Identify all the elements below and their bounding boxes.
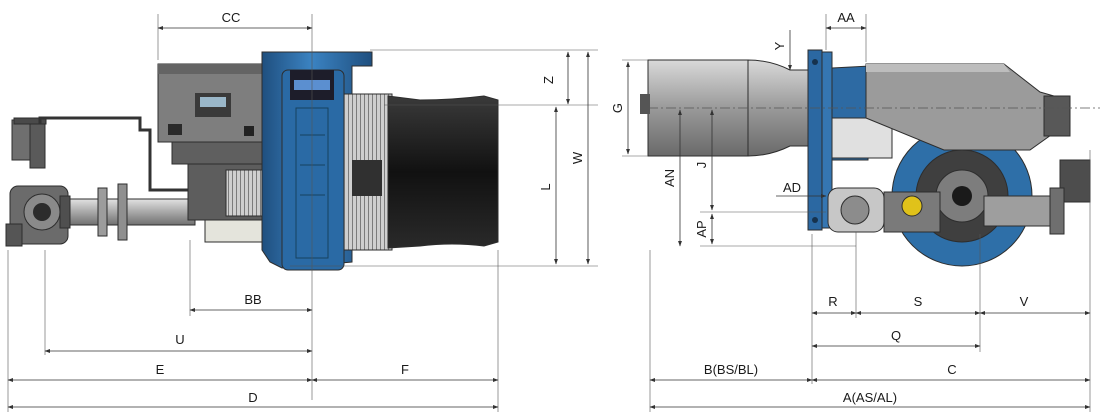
side-view-extension-lines bbox=[7, 14, 598, 412]
dim-label-q: Q bbox=[891, 328, 901, 343]
dim-label-v: V bbox=[1020, 294, 1029, 309]
dim-label-y: Y bbox=[772, 41, 787, 50]
front-view-dimension-lines bbox=[626, 26, 1091, 409]
dim-label-g: G bbox=[610, 103, 625, 113]
front-view-labels: AA Y G AN J AD AP R S V Q B(BS/BL) C A(A… bbox=[610, 10, 1029, 405]
dim-label-ad: AD bbox=[783, 180, 801, 195]
side-view-labels: CC Z W L BB U E F D bbox=[156, 10, 585, 405]
dim-label-d: D bbox=[248, 390, 257, 405]
dim-label-u: U bbox=[175, 332, 184, 347]
dim-label-e: E bbox=[156, 362, 165, 377]
front-view-extension-lines bbox=[622, 14, 1091, 412]
dim-label-cc: CC bbox=[222, 10, 241, 25]
blast-tube bbox=[387, 95, 499, 249]
dim-label-w: W bbox=[570, 151, 585, 164]
side-view-burner bbox=[5, 51, 499, 271]
top-hood bbox=[865, 63, 1091, 203]
dim-label-c: C bbox=[947, 362, 956, 377]
fan-housing bbox=[343, 93, 393, 251]
dim-label-bb: BB bbox=[244, 292, 261, 307]
dim-label-r: R bbox=[828, 294, 837, 309]
gas-valve-body bbox=[5, 117, 71, 247]
front-view-burner bbox=[640, 49, 1100, 267]
dim-label-ap: AP bbox=[694, 220, 709, 237]
dim-label-s: S bbox=[914, 294, 923, 309]
dim-label-aa: AA bbox=[837, 10, 855, 25]
dim-label-b: B(BS/BL) bbox=[704, 362, 758, 377]
control-box bbox=[157, 63, 267, 165]
dim-label-an: AN bbox=[662, 169, 677, 187]
dim-label-a: A(AS/AL) bbox=[843, 390, 897, 405]
dim-label-j: J bbox=[694, 162, 709, 169]
gas-connection bbox=[827, 187, 1065, 235]
dim-label-z: Z bbox=[541, 76, 556, 84]
side-view-dimension-lines bbox=[7, 26, 590, 409]
dim-label-l: L bbox=[538, 183, 553, 190]
dim-label-f: F bbox=[401, 362, 409, 377]
